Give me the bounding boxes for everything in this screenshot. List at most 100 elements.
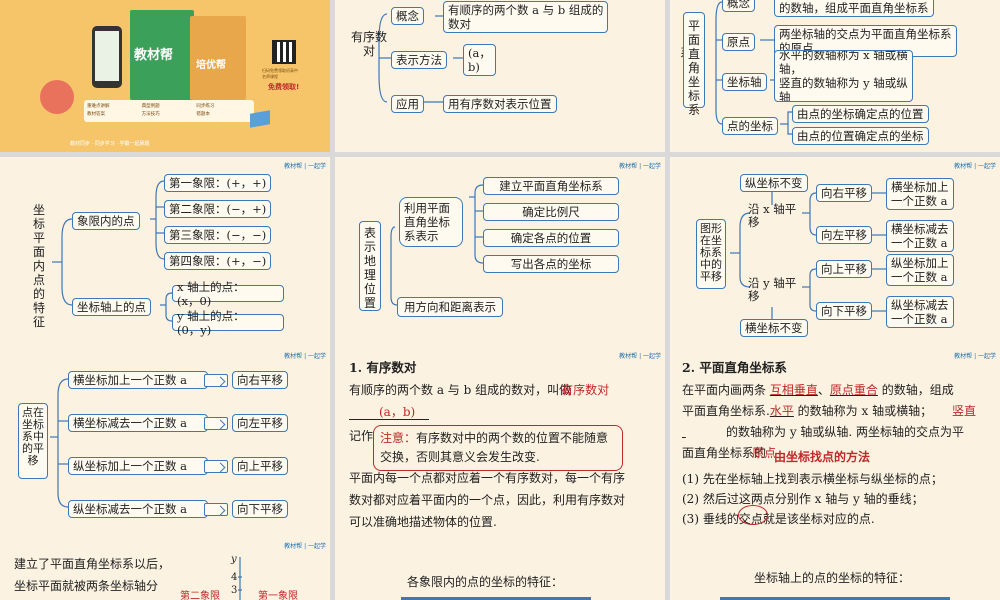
along-x-label: 沿 x 轴平移: [748, 202, 797, 229]
promo-slide: 教材帮 培优帮 扫码免费领取初高中 名师课程 免费领取! 重难点讲解 典型例题 …: [0, 0, 330, 152]
down-node[interactable]: 向下平移: [816, 302, 872, 320]
left-node[interactable]: 向左平移: [816, 226, 872, 244]
header-brand: 教材帮 | 一起学: [284, 163, 326, 170]
quadrants-slide: 教材帮 | 一起学 建立了平面直角坐标系以后， 坐标平面就被两条坐标轴分 y 4…: [0, 537, 330, 600]
coord-system-root[interactable]: 平面直角坐标系: [683, 12, 705, 117]
promo-free-label[interactable]: 免费领取!: [268, 83, 300, 91]
point-text-1: 由点的坐标确定点的位置: [792, 105, 929, 123]
cond-node[interactable]: 纵坐标加上一个正数 a: [68, 457, 209, 475]
note-text: 有序数对中的两个数的位置不能随意: [416, 431, 609, 445]
cond-node[interactable]: 纵坐标减去一个正数 a: [68, 500, 209, 518]
result-node[interactable]: 向下平移: [232, 500, 288, 518]
shape-translation-root[interactable]: 图形在坐标系中的平移: [696, 219, 726, 289]
cond-label: 横坐标减去一个正数 a: [73, 416, 188, 430]
quadrant-3-node[interactable]: 第三象限：(−，−): [164, 226, 272, 244]
result-node[interactable]: 向右平移: [232, 371, 288, 389]
cond-node[interactable]: 横坐标减去一个正数 a: [68, 414, 209, 432]
y-tick-label: 3: [231, 585, 238, 596]
axis-points-node[interactable]: 坐标轴上的点: [72, 298, 151, 316]
origin-line: 两坐标轴的交点为平面直角坐标系: [779, 27, 952, 41]
y-axis-point-node[interactable]: y 轴上的点： (0，y): [172, 309, 284, 337]
quadrant-1-label: 第一象限: [258, 591, 298, 600]
concept-node[interactable]: 概念: [722, 0, 755, 12]
step-node[interactable]: 建立平面直角坐标系: [483, 177, 619, 195]
location-root[interactable]: 表示地理位置: [359, 221, 381, 311]
promo-title: 教材帮: [134, 48, 174, 63]
x-axis-line: (x，0): [177, 294, 212, 308]
along-y-label: 沿 y 轴平移: [748, 276, 797, 303]
features-table-top: [401, 597, 591, 600]
application-node[interactable]: 应用: [391, 95, 424, 113]
text: 的数轴，组成: [881, 383, 954, 397]
ordered-pair-mindmap: 有序数对 概念 有顺序的两个数 a 与 b 组成的 数对 表示方法 (a， b)…: [335, 0, 665, 152]
point-coord-node[interactable]: 点的坐标: [722, 117, 778, 135]
method-direction-node[interactable]: 用方向和距离表示: [397, 297, 503, 317]
right-text-node: 横坐标加上 一个正数 a: [886, 178, 954, 210]
definition-line: 有顺序的两个数 a 与 b 组成的数对，叫做有序数对: [349, 380, 609, 401]
location-mindmap: 教材帮 | 一起学 表示地理位置 利用平面直角坐标系表示 建立平面直角坐标系 确…: [335, 157, 665, 347]
right-node[interactable]: 向右平移: [816, 184, 872, 202]
promo-slogan: 教材同步 · 同步学习 · 学霸一起刷题: [70, 141, 150, 147]
point-features-mindmap: 教材帮 | 一起学 坐标平面内点的特征 象限内的点 第一象限：(+，+) 第二象…: [0, 157, 330, 347]
step-node[interactable]: 确定各点的位置: [483, 229, 619, 247]
note-line: 注意：有序数对中的两个数的位置不能随意: [380, 429, 616, 448]
section-heading: 2. 平面直角坐标系: [682, 360, 787, 375]
section-heading: 1. 有序数对: [349, 360, 417, 375]
up-node[interactable]: 向上平移: [816, 260, 872, 278]
y-axis-label: y: [231, 554, 237, 565]
definition-line-2: 平面直角坐标系.水平 的数轴称为 x 轴或横轴；: [682, 401, 932, 422]
text: 的数轴称为: [797, 404, 858, 418]
text: 面直角坐标系的: [682, 446, 767, 460]
concept-text-node: 有顺序的两个数 a 与 b 组成的 数对: [443, 1, 609, 33]
up-text-node: 纵坐标加上 一个正数 a: [886, 254, 954, 286]
right-text-line: 一个正数 a: [891, 194, 948, 208]
feature-item: 错题本: [196, 112, 210, 117]
method-step: (1) 先在坐标轴上找到表示横坐标与纵坐标的点；: [682, 472, 943, 486]
point-translation-mindmap: 教材帮 | 一起学 点在坐标系中的平移 横坐标加上一个正数 a 向右平移 横坐标…: [0, 347, 330, 537]
slide-title: 坐标轴上的点的坐标的特征：: [754, 571, 911, 585]
result-node[interactable]: 向左平移: [232, 414, 288, 432]
shape-translation-mindmap: 教材帮 | 一起学 图形在坐标系中的平移 纵坐标不变 沿 x 轴平移 向右平移 …: [670, 157, 1000, 347]
definition-line-3: 的数轴称为 y 轴或纵轴. 两坐标轴的交点为平: [682, 422, 964, 443]
header-brand: 教材帮 | 一起学: [619, 353, 661, 360]
promo-book-2: 培优帮: [190, 16, 246, 100]
slide-title: 各象限内的点的坐标的特征：: [407, 575, 564, 589]
down-text-node: 纵坐标减去 一个正数 a: [886, 296, 954, 328]
concept-node[interactable]: 概念: [391, 7, 424, 25]
cond-label: 纵坐标加上一个正数 a: [73, 459, 188, 473]
x-unchanged-node[interactable]: 纵坐标不变: [740, 174, 808, 192]
quadrant-4-node[interactable]: 第四象限：(+，−): [164, 252, 272, 270]
origin-node[interactable]: 原点: [722, 33, 755, 51]
definition-line-1: 在平面内画两条 互相垂直、原点重合 的数轴，组成: [682, 383, 954, 397]
feature-item: 典型例题: [141, 104, 160, 109]
answer-origin-coincide: 原点重合: [829, 383, 878, 397]
concept-text: 的数轴，组成平面直角坐标系: [774, 0, 934, 17]
axis-line: 水平的数轴称为 x 轴或横: [779, 50, 908, 62]
cond-node[interactable]: 横坐标加上一个正数 a: [68, 371, 209, 389]
paragraph-line: 数对都对应着平面内的一个点，因此，利用有序数对: [349, 493, 626, 507]
y-unchanged-node[interactable]: 横坐标不变: [740, 319, 808, 337]
result-node[interactable]: 向上平移: [232, 457, 288, 475]
step-node[interactable]: 写出各点的坐标: [483, 255, 619, 273]
notation-node[interactable]: 表示方法: [391, 51, 447, 69]
coord-system-text-slide: 教材帮 | 一起学 2. 平面直角坐标系 在平面内画两条 互相垂直、原点重合 的…: [670, 347, 1000, 537]
point-features-root: 坐标平面内点的特征: [32, 203, 45, 329]
left-text-line: 一个正数 a: [891, 236, 948, 250]
axis-node[interactable]: 坐标轴: [722, 73, 767, 91]
quadrant-text-line: 建立了平面直角坐标系以后，: [14, 557, 171, 571]
paragraph-line: 可以准确地描述物体的位置.: [349, 515, 497, 529]
axis-line: 轴，: [779, 62, 802, 76]
point-translation-root[interactable]: 点在坐标系中的平移: [18, 403, 48, 479]
quadrant-1-node[interactable]: 第一象限：(+，+): [164, 174, 272, 192]
quadrant-2-node[interactable]: 第二象限：(−，+): [164, 200, 272, 218]
definition-line-4: 面直角坐标系的原点: [682, 443, 776, 464]
down-text-line: 一个正数 a: [891, 312, 948, 326]
quadrant-points-node[interactable]: 象限内的点: [72, 212, 140, 230]
x-axis-line: x 轴上的点：: [177, 280, 245, 294]
step-node[interactable]: 确定比例尺: [483, 203, 619, 221]
qr-code[interactable]: [272, 40, 296, 64]
method-coord-node[interactable]: 利用平面直角坐标系表示: [399, 197, 463, 247]
x-axis-point-node[interactable]: x 轴上的点： (x，0): [172, 280, 284, 308]
ordered-pair-root: 有序数对: [349, 30, 389, 58]
answer-origin: 原点: [752, 446, 777, 460]
